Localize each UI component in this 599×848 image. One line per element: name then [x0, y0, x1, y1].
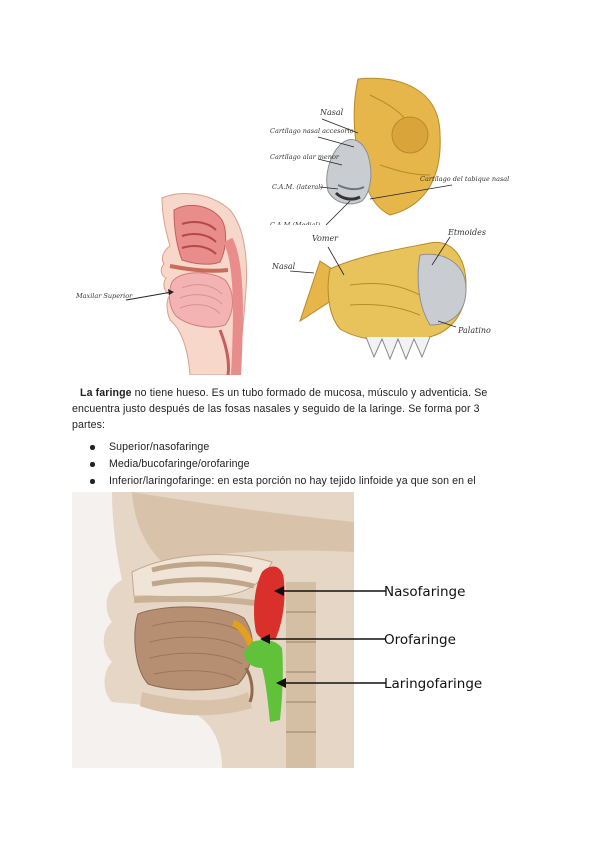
faringe-description: La faringe no tiene hueso. Es un tubo fo…: [72, 385, 512, 506]
nasal-label-bottom: Nasal: [271, 262, 296, 271]
nasal-label-top: Nasal: [319, 108, 344, 117]
cartilago-nasal-accesorio-label: Cartílago nasal accesorio: [270, 127, 354, 135]
cartilago-alar-menor-label: Cartílago alar menor: [270, 153, 340, 161]
head-sagittal-sketch: Maxilar Superior: [70, 180, 270, 375]
list-item: Media/bucofaringe/orofaringe: [72, 456, 512, 472]
cartilago-tabique-nasal-label: Cartílago del tabique nasal: [420, 175, 509, 183]
cam-lateral-label: C.A.M. (lateral): [272, 183, 323, 191]
intro-text: no tiene hueso. Es un tubo formado de mu…: [72, 387, 488, 431]
list-item: Superior/nasofaringe: [72, 439, 512, 455]
palatino-label: Palatino: [457, 326, 491, 335]
laringofaringe-label: Laringofaringe: [384, 676, 482, 692]
pharynx-regions-diagram: Nasofaringe Orofaringe Laringofaringe: [72, 492, 482, 768]
nasal-cartilages-illustration: Nasal Cartílago nasal accesorio Cartílag…: [270, 75, 510, 235]
orofaringe-label: Orofaringe: [384, 632, 456, 648]
intro-paragraph: La faringe no tiene hueso. Es un tubo fo…: [72, 385, 512, 433]
maxilar-superior-label: Maxilar Superior: [75, 292, 133, 300]
nasofaringe-label: Nasofaringe: [384, 584, 465, 600]
intro-bold-term: La faringe: [80, 387, 132, 399]
nasal-bones-illustration: Vomer Etmoides Nasal Palatino: [270, 225, 510, 370]
etmoides-label: Etmoides: [447, 228, 486, 237]
vomer-label: Vomer: [312, 234, 339, 243]
